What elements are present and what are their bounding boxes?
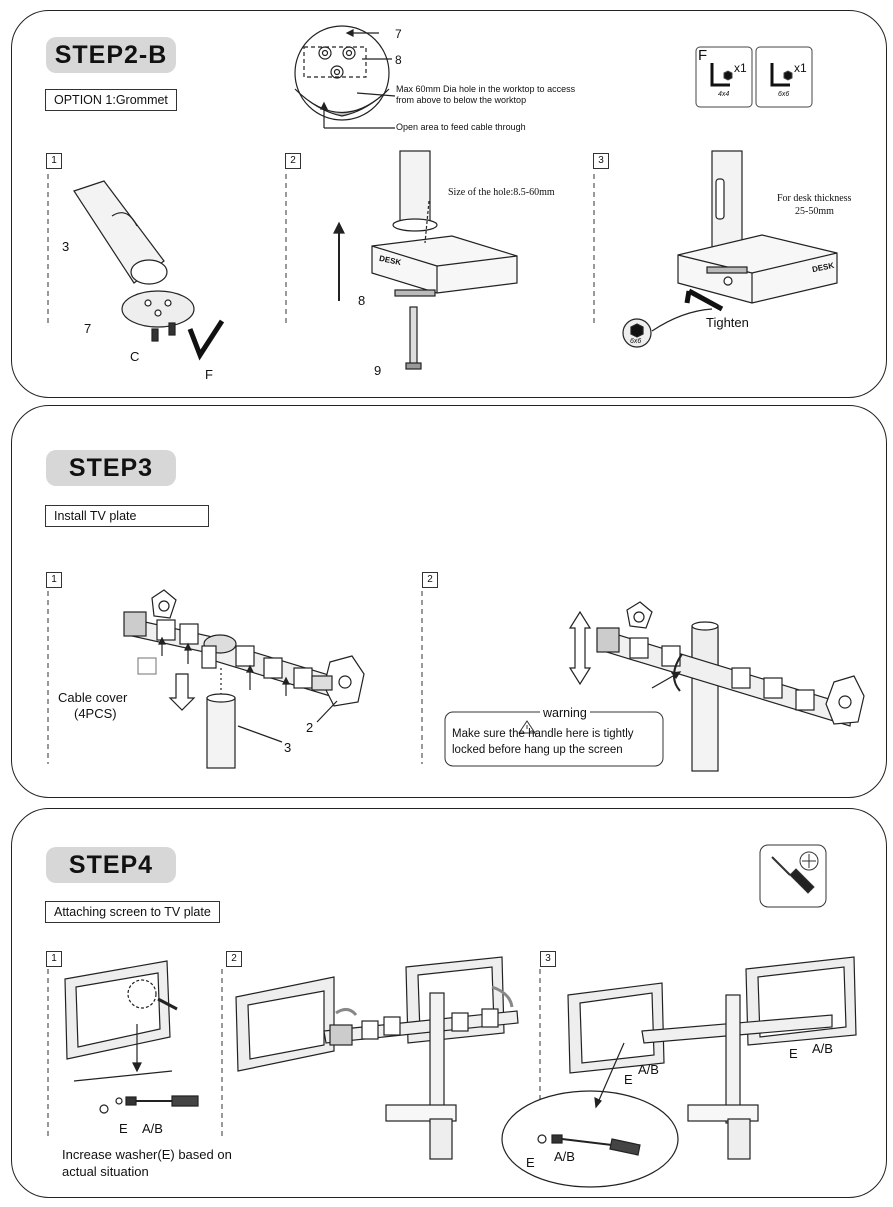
thickness-note-1: For desk thickness xyxy=(777,193,852,204)
dual-arm-left xyxy=(123,589,365,769)
open-area-note: Open area to feed cable through xyxy=(396,122,526,132)
warning-msg-1: Make sure the handle here is tightly xyxy=(452,728,634,740)
step3-subtitle: Install TV plate xyxy=(45,505,209,527)
sub-step-2: 2 xyxy=(422,572,438,588)
label-3: 3 xyxy=(284,740,292,755)
label-8: 8 xyxy=(358,293,366,308)
step4-illustrations xyxy=(47,844,857,1188)
step-title: STEP4 xyxy=(46,847,176,883)
step4-subtitle: Attaching screen to TV plate xyxy=(45,901,220,923)
label-f: F xyxy=(205,367,213,382)
dual-arm-right xyxy=(568,601,865,772)
screwdriver-box xyxy=(759,844,827,908)
step-title: STEP2-B xyxy=(46,37,176,73)
grommet-label-8: 8 xyxy=(395,53,402,67)
label-9: 9 xyxy=(374,363,382,378)
option-label: OPTION 1:Grommet xyxy=(45,89,177,111)
dual-monitor-mounted xyxy=(501,956,857,1188)
desk-tighten-assembly xyxy=(622,150,838,348)
step2b-panel: STEP2-B OPTION 1:Grommet xyxy=(11,10,887,398)
sub-step-2: 2 xyxy=(226,951,242,967)
sub-dividers xyxy=(47,591,423,764)
label-ab-3a: A/B xyxy=(638,1062,659,1077)
label-c: C xyxy=(130,349,140,364)
monitor-back-1 xyxy=(64,960,199,1114)
sub-step-3: 3 xyxy=(540,951,556,967)
sub-step-1: 1 xyxy=(46,572,62,588)
step-title: STEP3 xyxy=(46,450,176,486)
hole-size-note: Size of the hole:8.5-60mm xyxy=(448,187,555,198)
hole-note-2: from above to below the worktop xyxy=(396,95,527,105)
tool-size-1: 4x4 xyxy=(718,91,730,98)
cable-cover-qty: (4PCS) xyxy=(74,706,117,721)
hex-size-label: 6x6 xyxy=(630,338,642,345)
washer-note-2: actual situation xyxy=(62,1164,149,1179)
step4-panel: STEP4 Attaching screen to TV plate xyxy=(11,808,887,1198)
label-2: 2 xyxy=(306,720,314,735)
dual-monitor-assembly xyxy=(235,956,519,1160)
sub-step-1: 1 xyxy=(46,951,62,967)
pole-base-assembly xyxy=(73,180,225,361)
washer-note-1: Increase washer(E) based on xyxy=(62,1147,232,1162)
label-e: E xyxy=(119,1121,128,1136)
sub-dividers xyxy=(47,969,541,1139)
thickness-note-2: 25-50mm xyxy=(795,206,834,217)
sub-step-3: 3 xyxy=(593,153,609,169)
label-ab-3b: A/B xyxy=(812,1041,833,1056)
cable-cover-label: Cable cover xyxy=(58,690,128,705)
hole-note-1: Max 60mm Dia hole in the worktop to acce… xyxy=(396,84,576,94)
grommet-diagram xyxy=(294,25,396,129)
tighten-label: Tighten xyxy=(706,315,749,330)
sub-dividers xyxy=(47,174,595,325)
tool-f-label: F xyxy=(698,47,708,64)
step3-panel: STEP3 Install TV plate xyxy=(11,405,887,798)
label-ab: A/B xyxy=(142,1121,163,1136)
warning-title: warning xyxy=(540,706,590,720)
sub-step-2: 2 xyxy=(285,153,301,169)
warning-msg-2: locked before hang up the screen xyxy=(452,744,623,756)
grommet-label-7: 7 xyxy=(395,27,402,41)
label-e-3c: E xyxy=(526,1155,535,1170)
desk-bolt-assembly xyxy=(333,150,518,370)
label-e-3b: E xyxy=(789,1046,798,1061)
label-7: 7 xyxy=(84,321,92,336)
label-3: 3 xyxy=(62,239,70,254)
tool-boxes xyxy=(695,46,813,108)
step2b-illustrations xyxy=(47,25,838,370)
sub-step-1: 1 xyxy=(46,153,62,169)
label-e-3a: E xyxy=(624,1072,633,1087)
label-ab-3c: A/B xyxy=(554,1149,575,1164)
tool-size-2: 6x6 xyxy=(778,91,790,98)
tool-qty-2: x1 xyxy=(794,61,807,75)
step3-illustrations xyxy=(47,589,865,772)
tool-qty-1: x1 xyxy=(734,61,747,75)
